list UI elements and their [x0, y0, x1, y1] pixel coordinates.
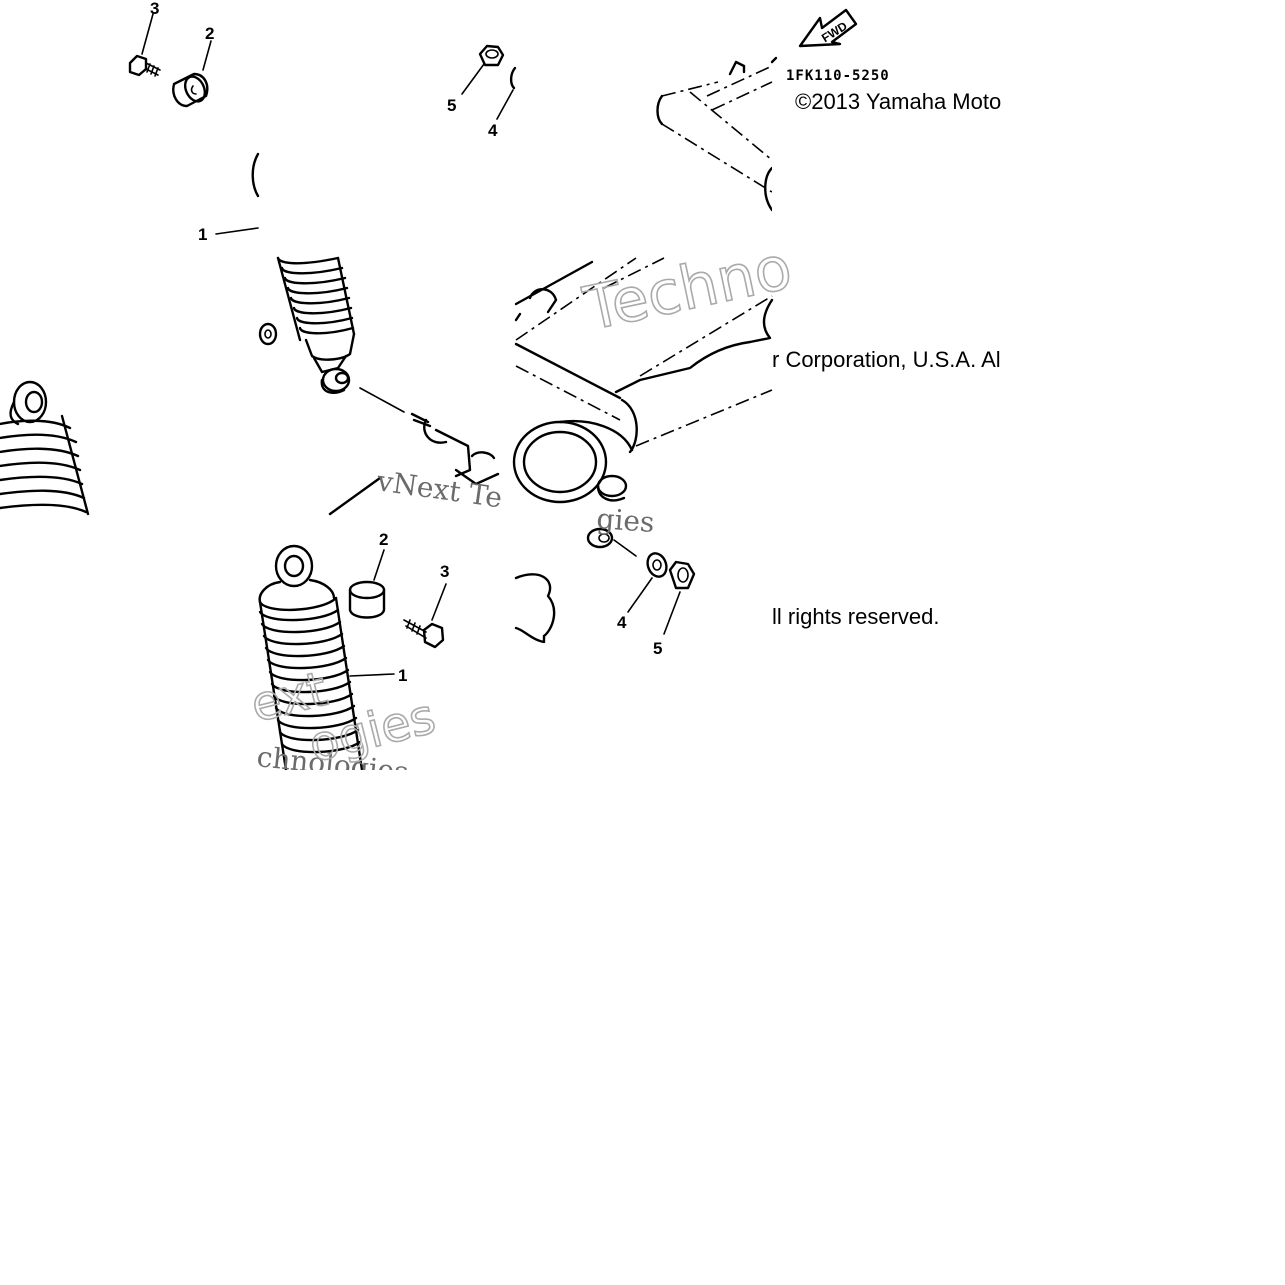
- bolt-part-3: [128, 54, 161, 77]
- bolt-part-3-bottom: [403, 619, 445, 649]
- watermark-vnext-te: vNext Te: [374, 464, 504, 514]
- bottom-left-tile: 1 2 3: [258, 530, 449, 772]
- collar-part-2-bottom: [348, 580, 386, 619]
- mid-left-tile: [0, 380, 90, 516]
- callout-2-bottom: 2: [379, 530, 388, 549]
- shock-spring-mid: [276, 256, 356, 394]
- top-right-tile: [656, 56, 778, 212]
- callout-4-bottom: 4: [617, 613, 627, 632]
- nut-part-5: [478, 44, 505, 67]
- mid-right-tile: [512, 257, 774, 504]
- washer-part-4: [646, 552, 668, 578]
- callout-4-top: 4: [488, 121, 498, 140]
- copyright-part-1: ©2013 Yamaha Moto: [795, 89, 1001, 114]
- callout-5-top: 5: [447, 96, 456, 115]
- callout-1-top: 1: [198, 225, 207, 244]
- blank-region: [772, 130, 1032, 250]
- blank-bottom: [0, 770, 1285, 1285]
- watermark-gies: gies: [596, 502, 656, 539]
- callout-3-top: 3: [150, 0, 159, 18]
- copyright-part-3: ll rights reserved.: [772, 604, 940, 629]
- bottom-mid-tile: 4 5: [514, 527, 696, 658]
- fwd-arrow-icon: FWD: [798, 8, 858, 48]
- part-code: 1FK110-5250: [786, 68, 890, 84]
- callout-1-bottom: 1: [398, 666, 407, 685]
- callout-2-top: 2: [205, 24, 214, 43]
- top-left-tile: 3 2 1: [128, 0, 260, 244]
- mid-center-tile: [258, 256, 500, 516]
- nut-part-5-bottom: [668, 560, 696, 590]
- copyright-part-2: r Corporation, U.S.A. Al: [772, 347, 1001, 372]
- top-mid-tile: 5 4: [447, 44, 517, 140]
- collar-part-2: [172, 72, 209, 108]
- callout-5-bottom: 5: [653, 639, 662, 658]
- mount-stud: [328, 412, 500, 516]
- callout-3-bottom: 3: [440, 562, 449, 581]
- shock-absorber-part-1: [258, 544, 364, 772]
